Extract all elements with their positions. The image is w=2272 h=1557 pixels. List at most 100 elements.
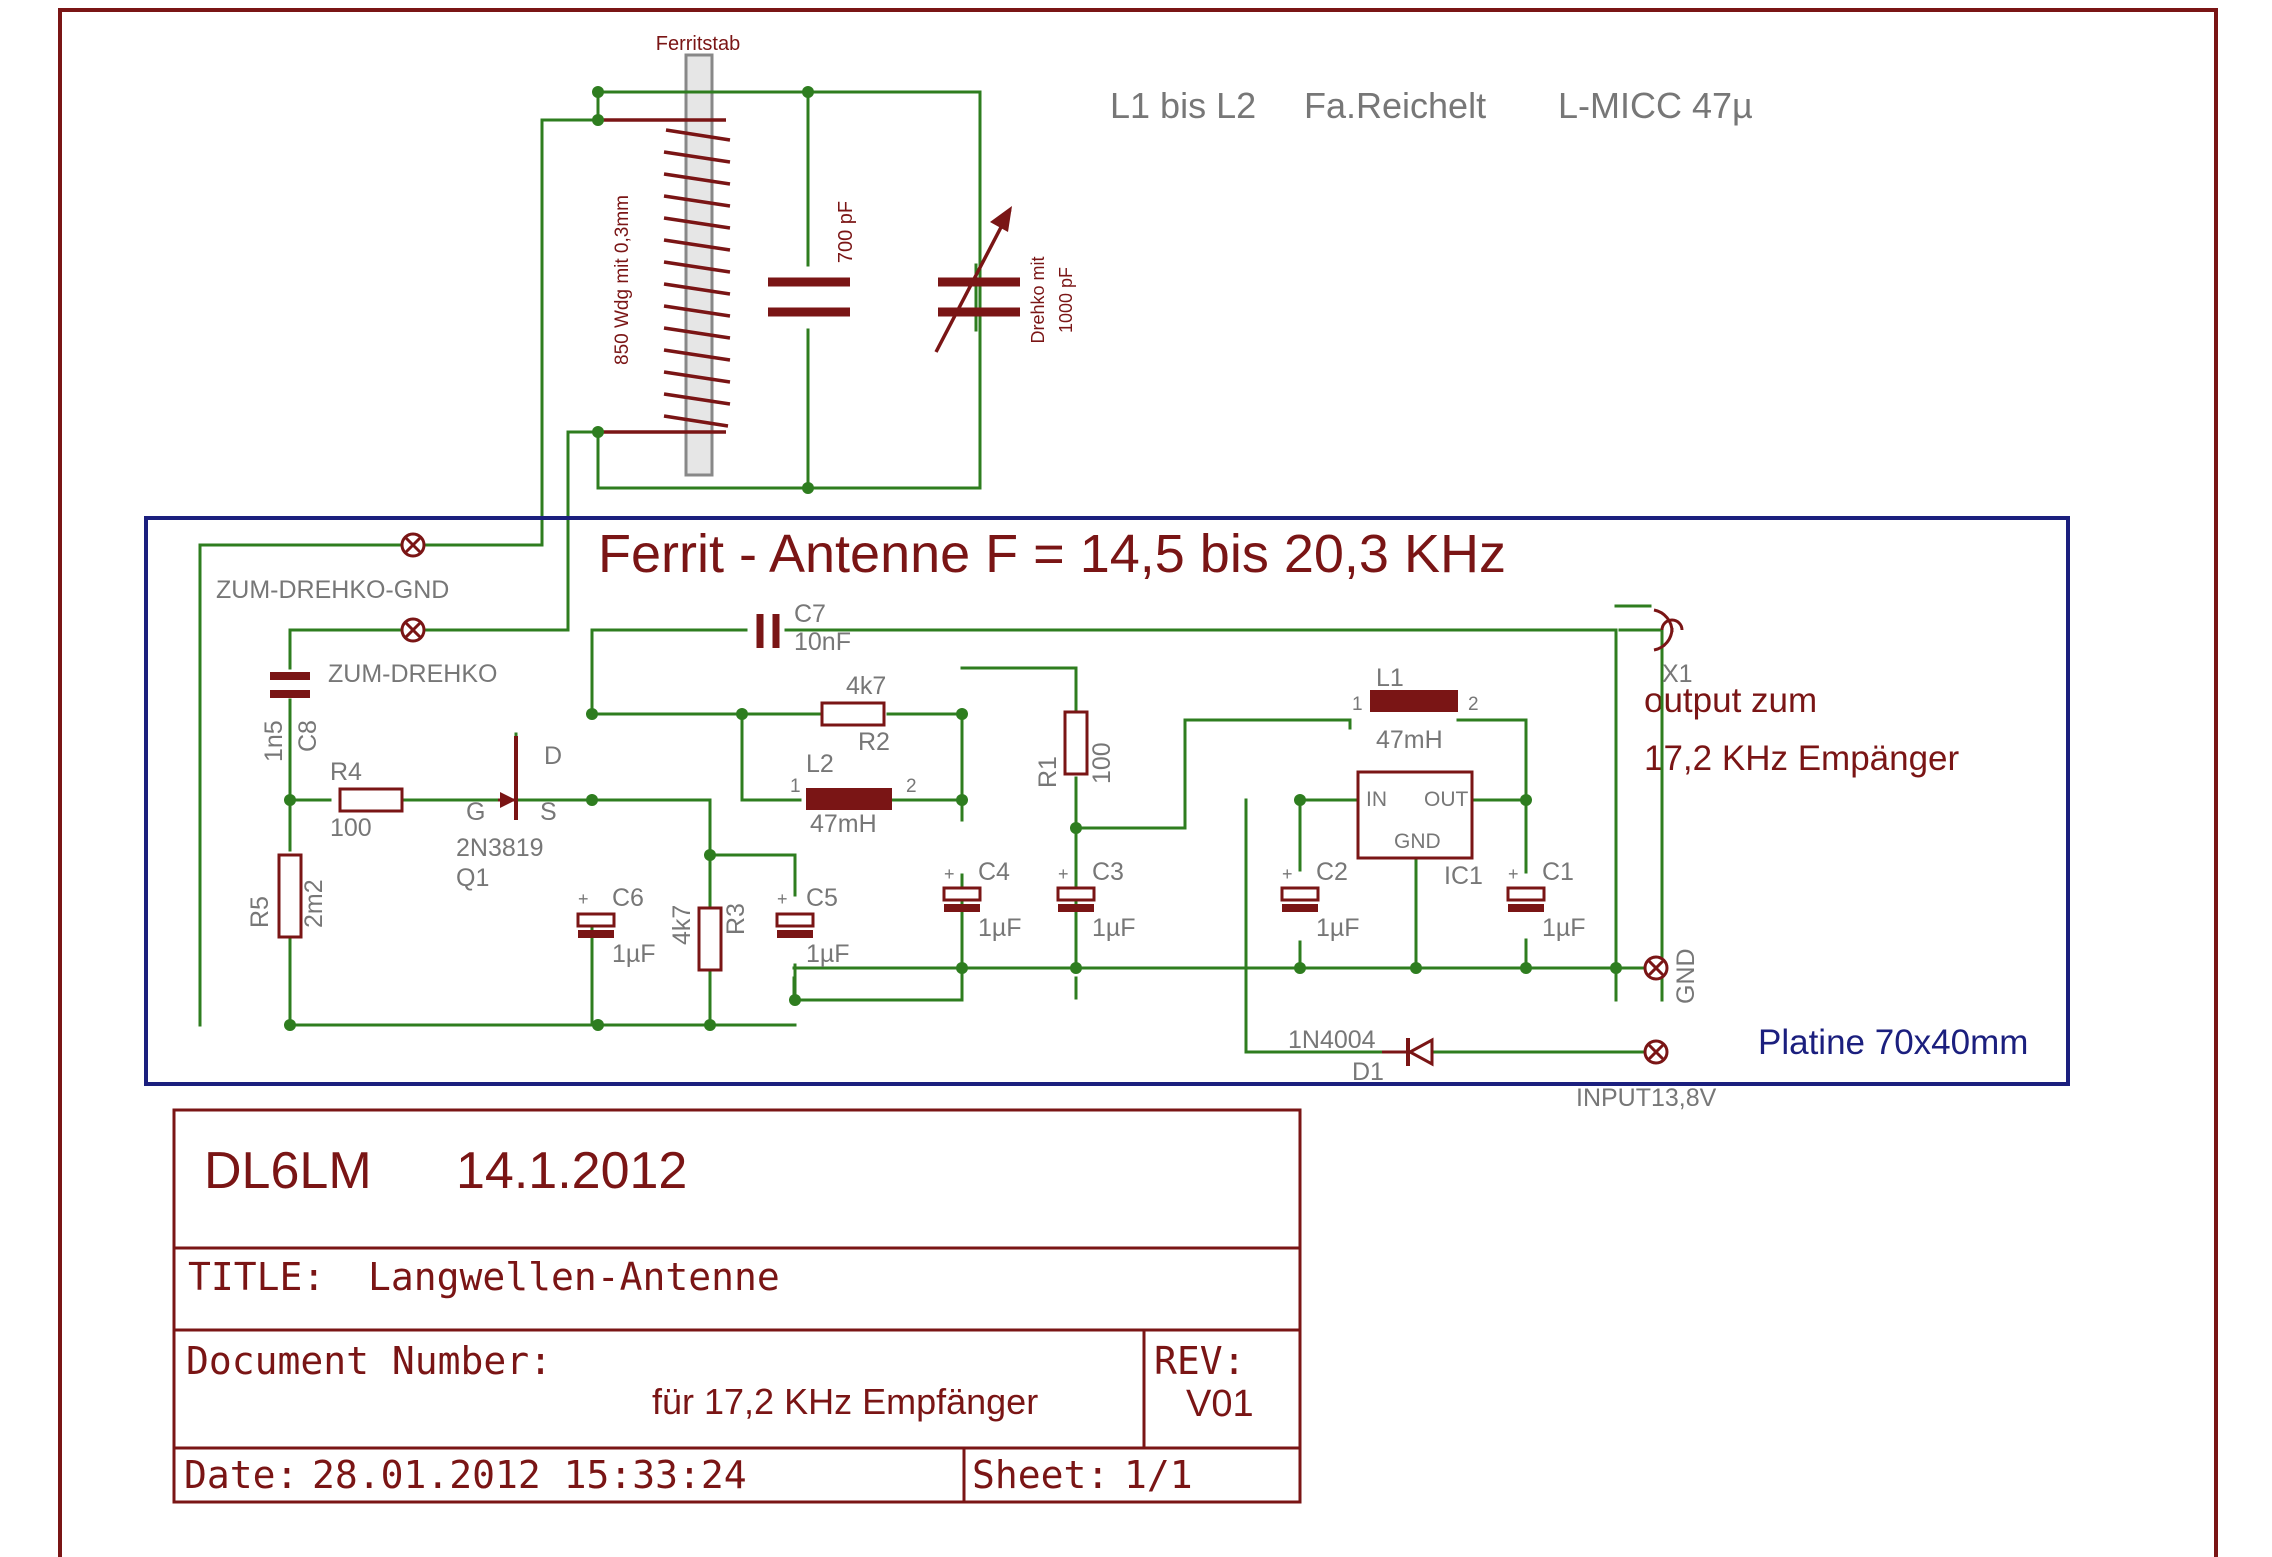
sheet-value: 1/1: [1124, 1453, 1193, 1497]
svg-text:C6: C6: [612, 884, 644, 912]
capacitor-c2: + C2 1µF: [1280, 858, 1360, 942]
svg-text:R2: R2: [858, 728, 890, 756]
output-jack-x1: X1: [1614, 604, 1693, 688]
svg-text:C4: C4: [978, 858, 1010, 886]
svg-text:R4: R4: [330, 758, 362, 786]
svg-text:1N4004: 1N4004: [1288, 1026, 1376, 1054]
title-value: Langwellen-Antenne: [368, 1255, 780, 1299]
pad-zum-drehko: [400, 617, 426, 643]
svg-text:IC1: IC1: [1444, 862, 1483, 890]
title-block: DL6LM 14.1.2012 TITLE: Langwellen-Antenn…: [172, 1108, 1302, 1504]
svg-text:1: 1: [790, 776, 801, 797]
svg-text:+: +: [1282, 864, 1293, 884]
svg-text:C5: C5: [806, 884, 838, 912]
svg-text:4k7: 4k7: [846, 672, 886, 700]
svg-text:L-MICC 47µ: L-MICC 47µ: [1558, 85, 1753, 126]
capacitor-c4: + C4 1µF: [942, 858, 1022, 942]
svg-text:ZUM-DREHKO-GND: ZUM-DREHKO-GND: [216, 576, 449, 604]
svg-text:47mH: 47mH: [1376, 726, 1443, 754]
sheet-frame: [58, 8, 2218, 1557]
svg-text:Document Number:: Document Number:: [186, 1339, 552, 1383]
svg-text:L1: L1: [1376, 664, 1404, 692]
svg-text:47mH: 47mH: [810, 810, 877, 838]
svg-text:+: +: [1508, 864, 1519, 884]
resistor-r1: R1 100: [1034, 710, 1116, 788]
drehko-variable-cap: [938, 277, 1020, 317]
inductor-l1: L1 1 2 47mH: [1352, 664, 1479, 754]
svg-text:S: S: [540, 798, 557, 826]
svg-text:Q1: Q1: [456, 864, 489, 892]
svg-text:C1: C1: [1542, 858, 1574, 886]
svg-text:REV:: REV:: [1154, 1339, 1246, 1383]
svg-text:ZUM-DREHKO: ZUM-DREHKO: [328, 660, 497, 688]
pad-zum-drehko-gnd: [400, 532, 426, 558]
svg-text:100: 100: [1088, 742, 1116, 784]
capacitor-c1: + C1 1µF: [1506, 858, 1586, 942]
svg-text:1µF: 1µF: [612, 940, 656, 968]
pad-input: [1643, 1039, 1669, 1065]
capacitor-c3: + C3 1µF: [1056, 858, 1136, 942]
output-label-1: output zum: [1644, 681, 1817, 720]
capacitor-c8: 1n5 C8: [260, 672, 322, 762]
coil-winding: [598, 118, 731, 434]
regulator-ic1: IN OUT GND IC1: [1356, 770, 1483, 890]
svg-text:C7: C7: [794, 600, 826, 628]
jfet-q1: D G S 2N3819 Q1: [456, 736, 562, 892]
svg-text:1000 pF: 1000 pF: [1056, 267, 1076, 333]
svg-text:R5: R5: [246, 896, 274, 928]
ferritstab-label: Ferritstab: [656, 33, 740, 55]
board-title: Ferrit - Antenne F = 14,5 bis 20,3 KHz: [598, 524, 1506, 584]
docnum-value: für 17,2 KHz Empfänger: [652, 1381, 1038, 1422]
svg-text:Drehko mit: Drehko mit: [1028, 256, 1048, 343]
svg-text:2: 2: [906, 776, 917, 797]
date-main: 14.1.2012: [456, 1142, 687, 1200]
svg-text:1µF: 1µF: [978, 914, 1022, 942]
svg-text:Sheet:: Sheet:: [972, 1453, 1109, 1497]
svg-text:L1 bis L2: L1 bis L2: [1110, 85, 1256, 126]
svg-text:D1: D1: [1352, 1058, 1384, 1086]
svg-text:1µF: 1µF: [806, 940, 850, 968]
svg-text:1µF: 1µF: [1542, 914, 1586, 942]
junctions: [284, 708, 1622, 1031]
resistor-r3: 4k7 R3: [668, 903, 750, 972]
tank-wires: [596, 90, 982, 490]
svg-text:TITLE:: TITLE:: [188, 1255, 325, 1299]
svg-text:+: +: [578, 889, 589, 909]
svg-text:D: D: [544, 742, 562, 770]
svg-text:100: 100: [330, 814, 372, 842]
svg-text:G: G: [466, 798, 485, 826]
svg-text:Fa.Reichelt: Fa.Reichelt: [1304, 85, 1486, 126]
board-outline: [144, 516, 2070, 1086]
svg-text:2: 2: [1468, 694, 1479, 715]
svg-text:C2: C2: [1316, 858, 1348, 886]
capacitor-c5: + C5 1µF: [775, 884, 850, 968]
resistor-r4: R4 100: [330, 758, 404, 842]
svg-text:2N3819: 2N3819: [456, 834, 544, 862]
date-value: 28.01.2012 15:33:24: [312, 1453, 747, 1497]
svg-text:R3: R3: [722, 903, 750, 935]
svg-text:X1: X1: [1662, 660, 1693, 688]
svg-text:OUT: OUT: [1424, 788, 1469, 811]
svg-text:1µF: 1µF: [1092, 914, 1136, 942]
svg-text:4k7: 4k7: [668, 905, 696, 945]
resistor-r5: R5 2m2: [246, 853, 328, 939]
platine-label: Platine 70x40mm: [1758, 1023, 2028, 1062]
antenna-feed-wires: [198, 118, 600, 1027]
svg-text:+: +: [777, 889, 788, 909]
svg-text:INPUT13,8V: INPUT13,8V: [1576, 1084, 1717, 1112]
resistor-r2: 4k7 R2: [820, 672, 890, 756]
inductor-l2: L2 1 2 47mH: [790, 750, 917, 838]
svg-text:Date:: Date:: [184, 1453, 298, 1497]
svg-text:IN: IN: [1366, 788, 1387, 811]
svg-text:1n5: 1n5: [260, 720, 288, 762]
svg-text:2m2: 2m2: [300, 879, 328, 928]
svg-text:GND: GND: [1672, 948, 1700, 1004]
svg-text:C3: C3: [1092, 858, 1124, 886]
cap-700pf: [768, 277, 850, 317]
capacitor-c6: + C6 1µF: [576, 884, 656, 968]
svg-text:L2: L2: [806, 750, 834, 778]
rev-value: V01: [1186, 1383, 1254, 1425]
svg-text:1: 1: [1352, 694, 1363, 715]
author: DL6LM: [204, 1142, 372, 1200]
